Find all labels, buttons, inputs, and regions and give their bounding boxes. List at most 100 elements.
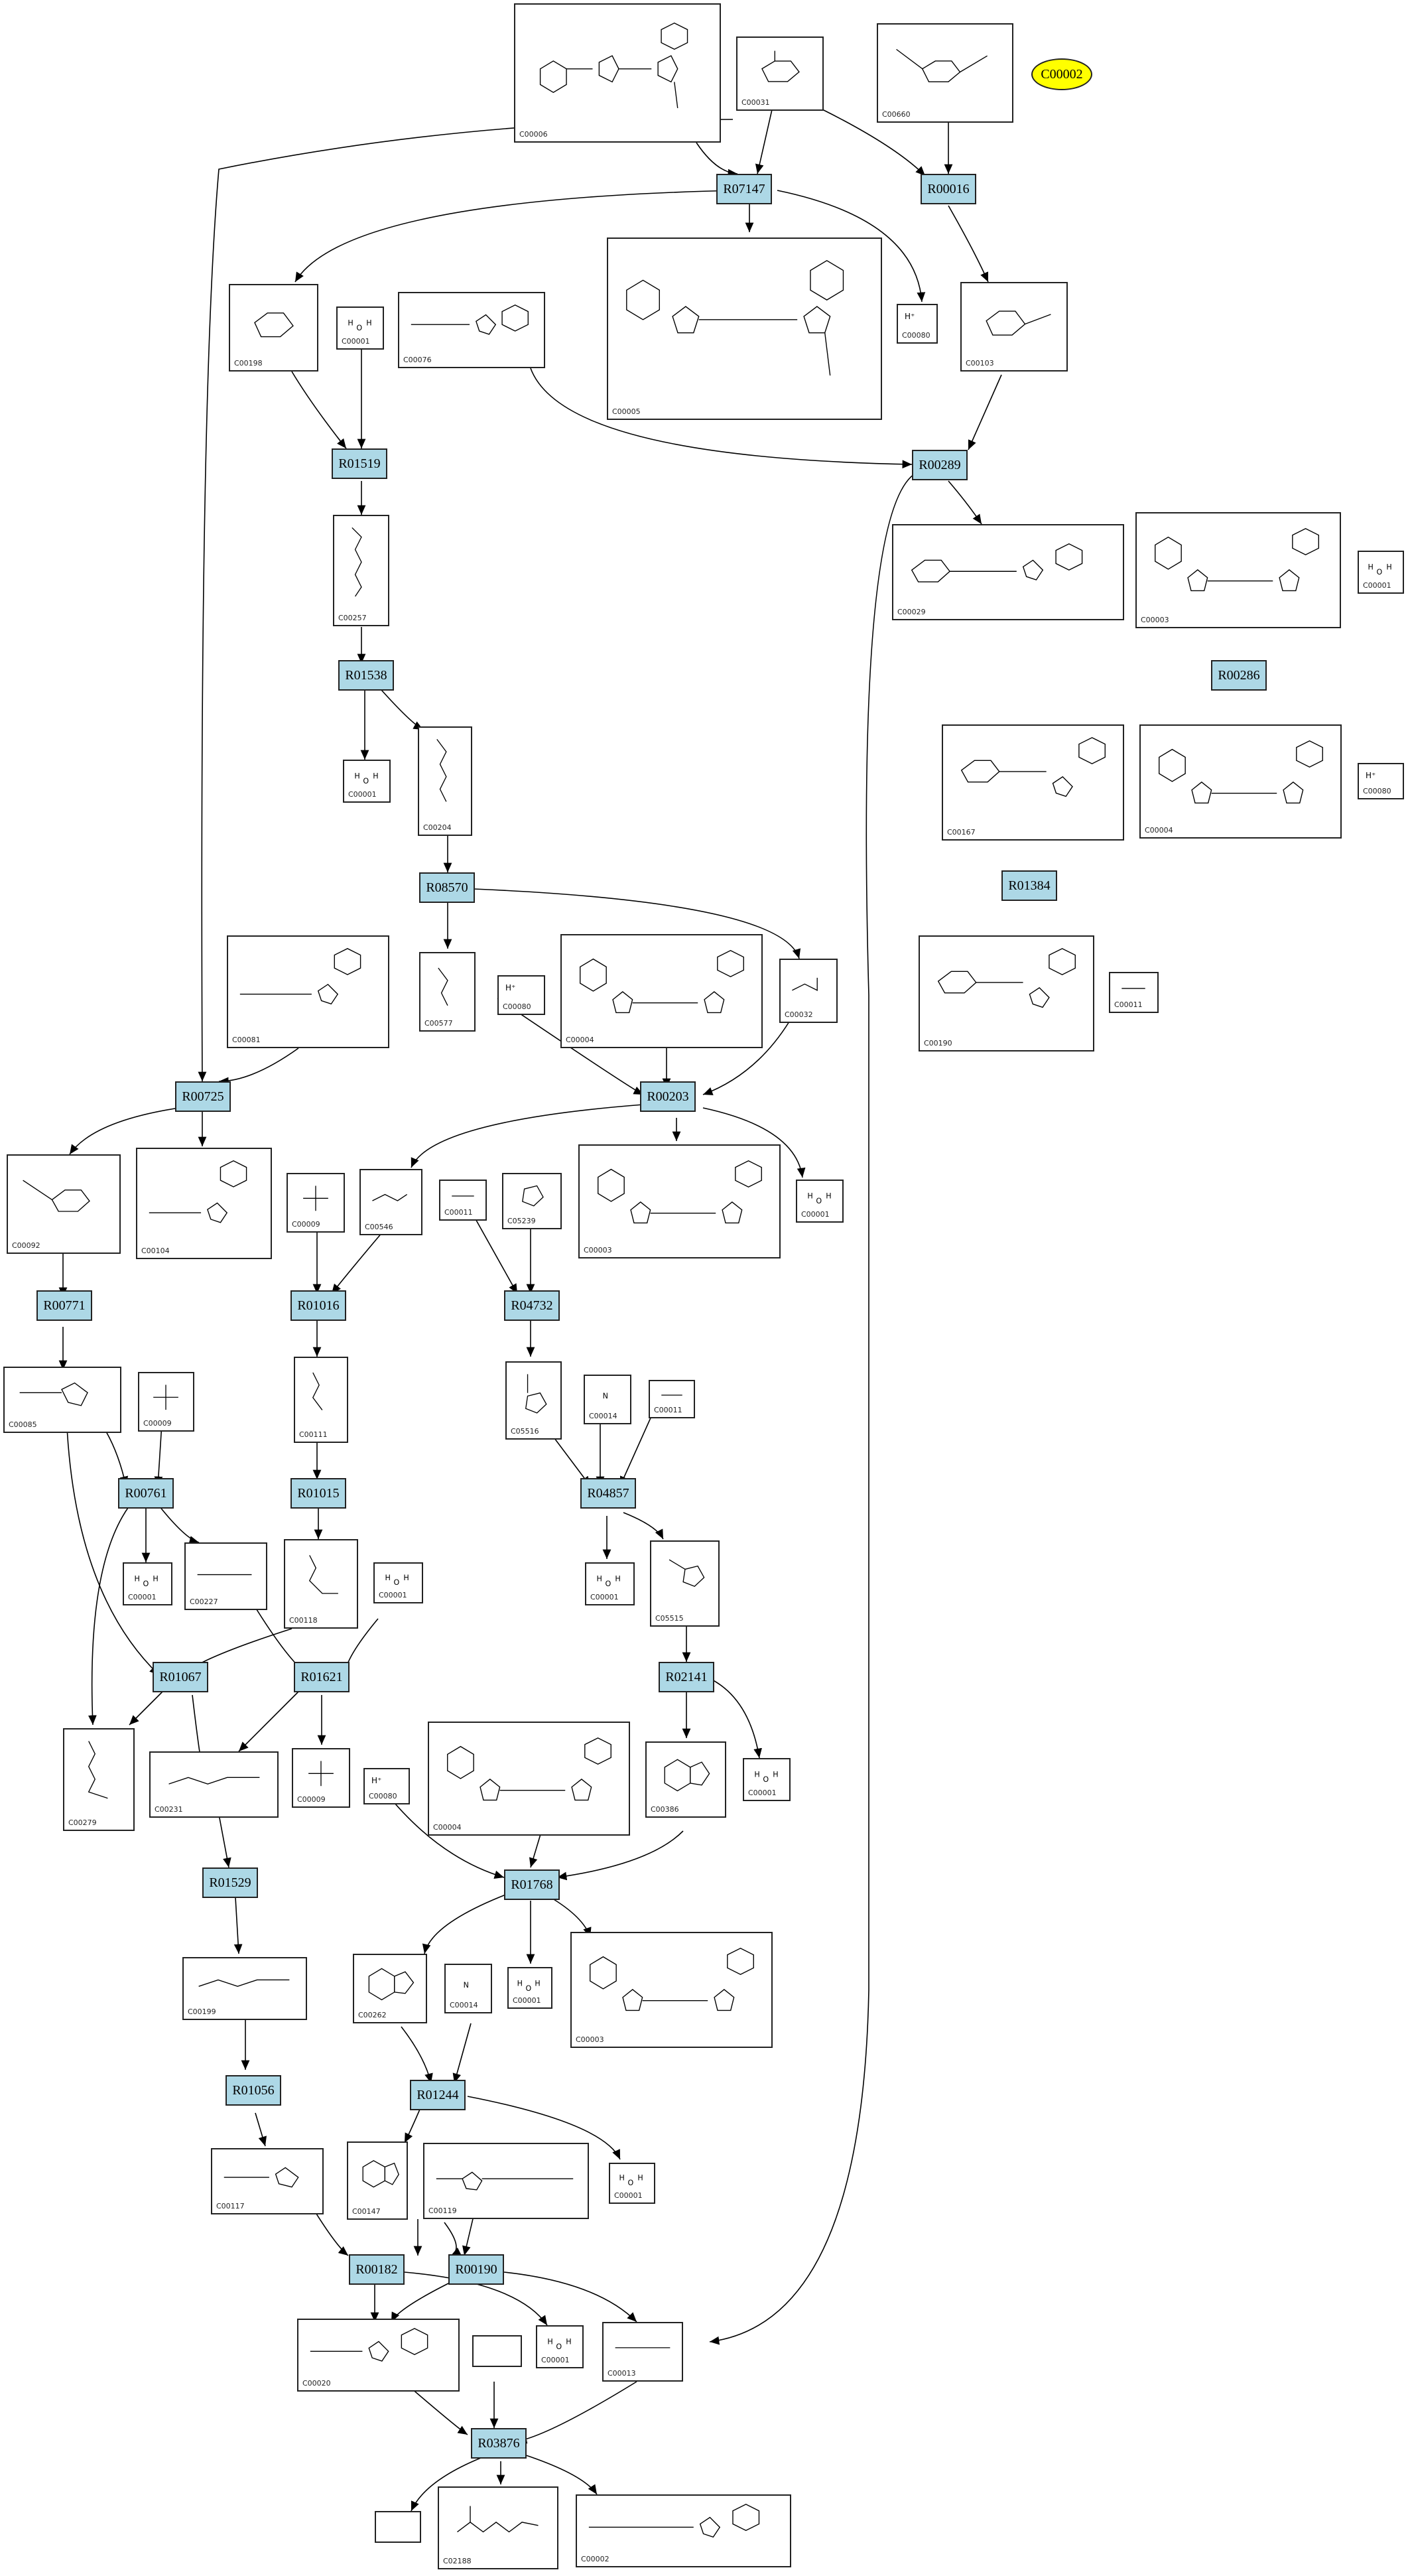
reaction-node[interactable]: R00761	[118, 1478, 174, 1509]
reaction-node[interactable]: R07147	[716, 174, 772, 204]
reaction-node[interactable]: R03876	[471, 2428, 527, 2459]
compound-box-c00117[interactable]: C00117	[211, 2148, 324, 2214]
compound-box-c00092[interactable]: C00092	[7, 1154, 121, 1254]
compound-box-c00199[interactable]: C00199	[182, 1957, 307, 2020]
compound-box-c05516[interactable]: C05516	[505, 1361, 562, 1440]
compound-id: C00279	[68, 1818, 97, 1827]
reaction-node[interactable]: R02141	[659, 1662, 714, 1692]
reaction-node[interactable]: R01384	[1001, 870, 1057, 901]
compound-box-c00103[interactable]: C00103	[960, 282, 1068, 372]
compound-box-c00118[interactable]: C00118	[284, 1539, 358, 1629]
compound-box-c02188[interactable]: C02188	[438, 2486, 558, 2569]
reaction-node[interactable]: R01538	[338, 660, 394, 691]
reaction-node[interactable]: R01244	[410, 2080, 466, 2110]
compound-box-c00190[interactable]: C00190	[919, 935, 1094, 1051]
reaction-node[interactable]: R00203	[640, 1081, 696, 1112]
compound-box-c00257[interactable]: C00257	[333, 515, 389, 626]
reaction-node[interactable]: R04857	[580, 1478, 636, 1509]
compound-box-c00013[interactable]: C00013	[602, 2322, 683, 2382]
compound-box-c00003[interactable]: C00003	[1135, 512, 1341, 628]
compound-box-c00004[interactable]: C00004	[1139, 724, 1342, 839]
compound-box-c00262[interactable]: C00262	[353, 1954, 427, 2023]
compound-box-c00020[interactable]: C00020	[297, 2319, 460, 2392]
compound-box-c00011[interactable]: C00011	[439, 1180, 487, 1221]
compound-box-c00004[interactable]: C00004	[428, 1722, 630, 1836]
compound-box-c00080[interactable]: H⁺ C00080	[363, 1768, 410, 1804]
compound-id: C00577	[424, 1019, 453, 1028]
reaction-node[interactable]: R00725	[175, 1081, 231, 1112]
compound-box-empty[interactable]	[375, 2511, 421, 2543]
reaction-node[interactable]: R08570	[419, 872, 475, 903]
compound-box-c00004[interactable]: C00004	[560, 934, 763, 1048]
compound-box-c00577[interactable]: C00577	[419, 952, 476, 1032]
compound-box-empty[interactable]	[472, 2335, 522, 2367]
compound-box-c00227[interactable]: C00227	[184, 1542, 267, 1610]
reaction-node[interactable]: R00289	[912, 450, 968, 480]
compound-box-c00147[interactable]: C00147	[347, 2141, 408, 2220]
reaction-node[interactable]: R01056	[225, 2075, 281, 2106]
reaction-node[interactable]: R00286	[1211, 660, 1267, 691]
compound-box-c00111[interactable]: C00111	[294, 1357, 348, 1443]
compound-box-c00279[interactable]: C00279	[63, 1728, 135, 1831]
compound-box-c00003[interactable]: C00003	[578, 1144, 781, 1258]
compound-box-c00546[interactable]: C00546	[359, 1169, 422, 1235]
reaction-node[interactable]: R04732	[504, 1290, 560, 1321]
compound-box-c05239[interactable]: C05239	[502, 1173, 562, 1229]
compound-box-c00003[interactable]: C00003	[570, 1932, 773, 2048]
reaction-node[interactable]: R01529	[202, 1867, 258, 1898]
compound-box-c00198[interactable]: C00198	[229, 284, 318, 372]
reaction-node[interactable]: R01015	[290, 1478, 346, 1509]
reaction-node[interactable]: R00016	[921, 174, 976, 204]
compound-box-c00231[interactable]: C00231	[149, 1751, 279, 1818]
compound-box-c00032[interactable]: C00032	[779, 959, 838, 1023]
compound-box-c00081[interactable]: C00081	[227, 935, 389, 1048]
compound-box-c00014[interactable]: N C00014	[444, 1964, 492, 2013]
compound-box-c00011[interactable]: C00011	[1109, 972, 1159, 1013]
reaction-node[interactable]: R01768	[504, 1869, 560, 1900]
reaction-node[interactable]: R01519	[332, 448, 387, 479]
compound-box-c00104[interactable]: C00104	[136, 1148, 272, 1259]
compound-box-c00011[interactable]: C00011	[649, 1380, 695, 1418]
compound-box-c00660[interactable]: C00660	[877, 23, 1013, 123]
compound-box-c00002[interactable]: C00002	[576, 2494, 791, 2567]
compound-box-c00006[interactable]: C00006	[514, 3, 721, 143]
compound-box-c00076[interactable]: C00076	[398, 292, 545, 368]
compound-box-c00009[interactable]: C00009	[138, 1372, 194, 1432]
compound-box-c00009[interactable]: C00009	[287, 1173, 345, 1233]
compound-box-c00080[interactable]: H⁺ C00080	[1358, 763, 1404, 799]
reaction-node[interactable]: R00182	[349, 2254, 405, 2285]
compound-id: C00386	[651, 1805, 679, 1814]
reaction-node[interactable]: R01621	[294, 1662, 350, 1692]
structure-icon	[911, 543, 1083, 582]
reaction-node[interactable]: R01067	[153, 1662, 208, 1692]
compound-box-c00029[interactable]: C00029	[892, 524, 1124, 620]
compound-box-c00080[interactable]: H⁺ C00080	[497, 975, 545, 1015]
compound-box-c00386[interactable]: C00386	[645, 1741, 726, 1818]
reaction-node[interactable]: R00190	[448, 2254, 504, 2285]
compound-box-c00204[interactable]: C00204	[418, 726, 472, 836]
compound-box-c00119[interactable]: C00119	[423, 2143, 589, 2219]
legend-compound-ellipse[interactable]: C00002	[1031, 58, 1092, 90]
compound-box-c00005[interactable]: C00005	[607, 237, 882, 420]
svg-text:H: H	[637, 2174, 643, 2183]
reaction-node[interactable]: R01016	[290, 1290, 346, 1321]
compound-box-c00167[interactable]: C00167	[942, 724, 1124, 841]
compound-box-c00080[interactable]: H⁺ C00080	[897, 304, 938, 344]
compound-box-c00009[interactable]: C00009	[292, 1748, 350, 1808]
compound-box-c00031[interactable]: C00031	[736, 36, 824, 111]
compound-box-c00085[interactable]: C00085	[3, 1367, 121, 1433]
compound-box-c00014[interactable]: N C00014	[584, 1375, 631, 1424]
reaction-node[interactable]: R00771	[36, 1290, 92, 1321]
compound-box-c05515[interactable]: C05515	[650, 1540, 720, 1627]
